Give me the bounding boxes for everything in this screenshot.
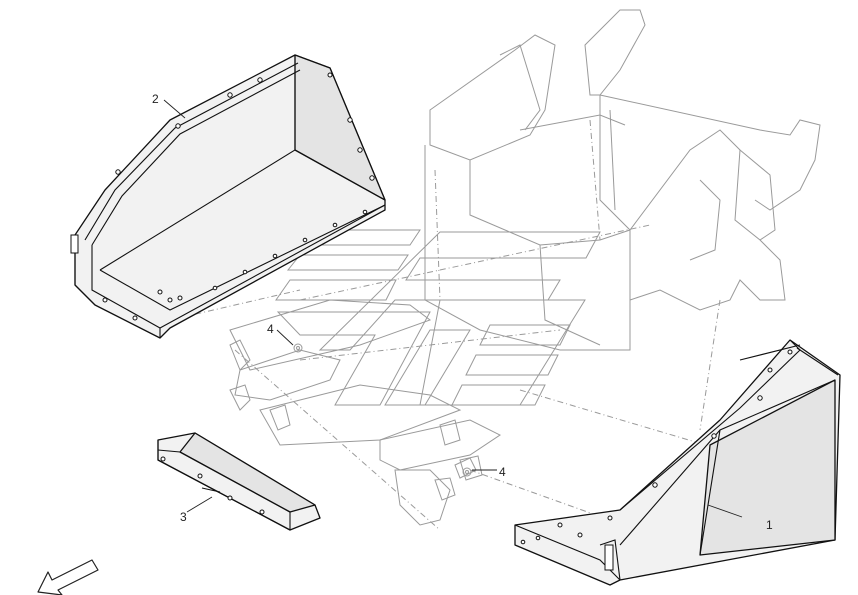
callout-1: 1 [766,518,773,532]
leader-lines [163,99,743,518]
callout-4-lower: 4 [499,465,506,479]
part-4-fastener-b [454,457,477,479]
front-direction-arrow-icon [37,559,99,595]
part-2-side-tray [70,54,386,339]
part-4-fastener-a [293,343,303,353]
part-1-side-tray [514,339,841,586]
callout-4-upper: 4 [267,322,274,336]
callout-2: 2 [152,92,159,106]
callout-3: 3 [180,510,187,524]
brand-watermark-logo [275,229,601,406]
part-3-channel-cover [157,432,321,531]
